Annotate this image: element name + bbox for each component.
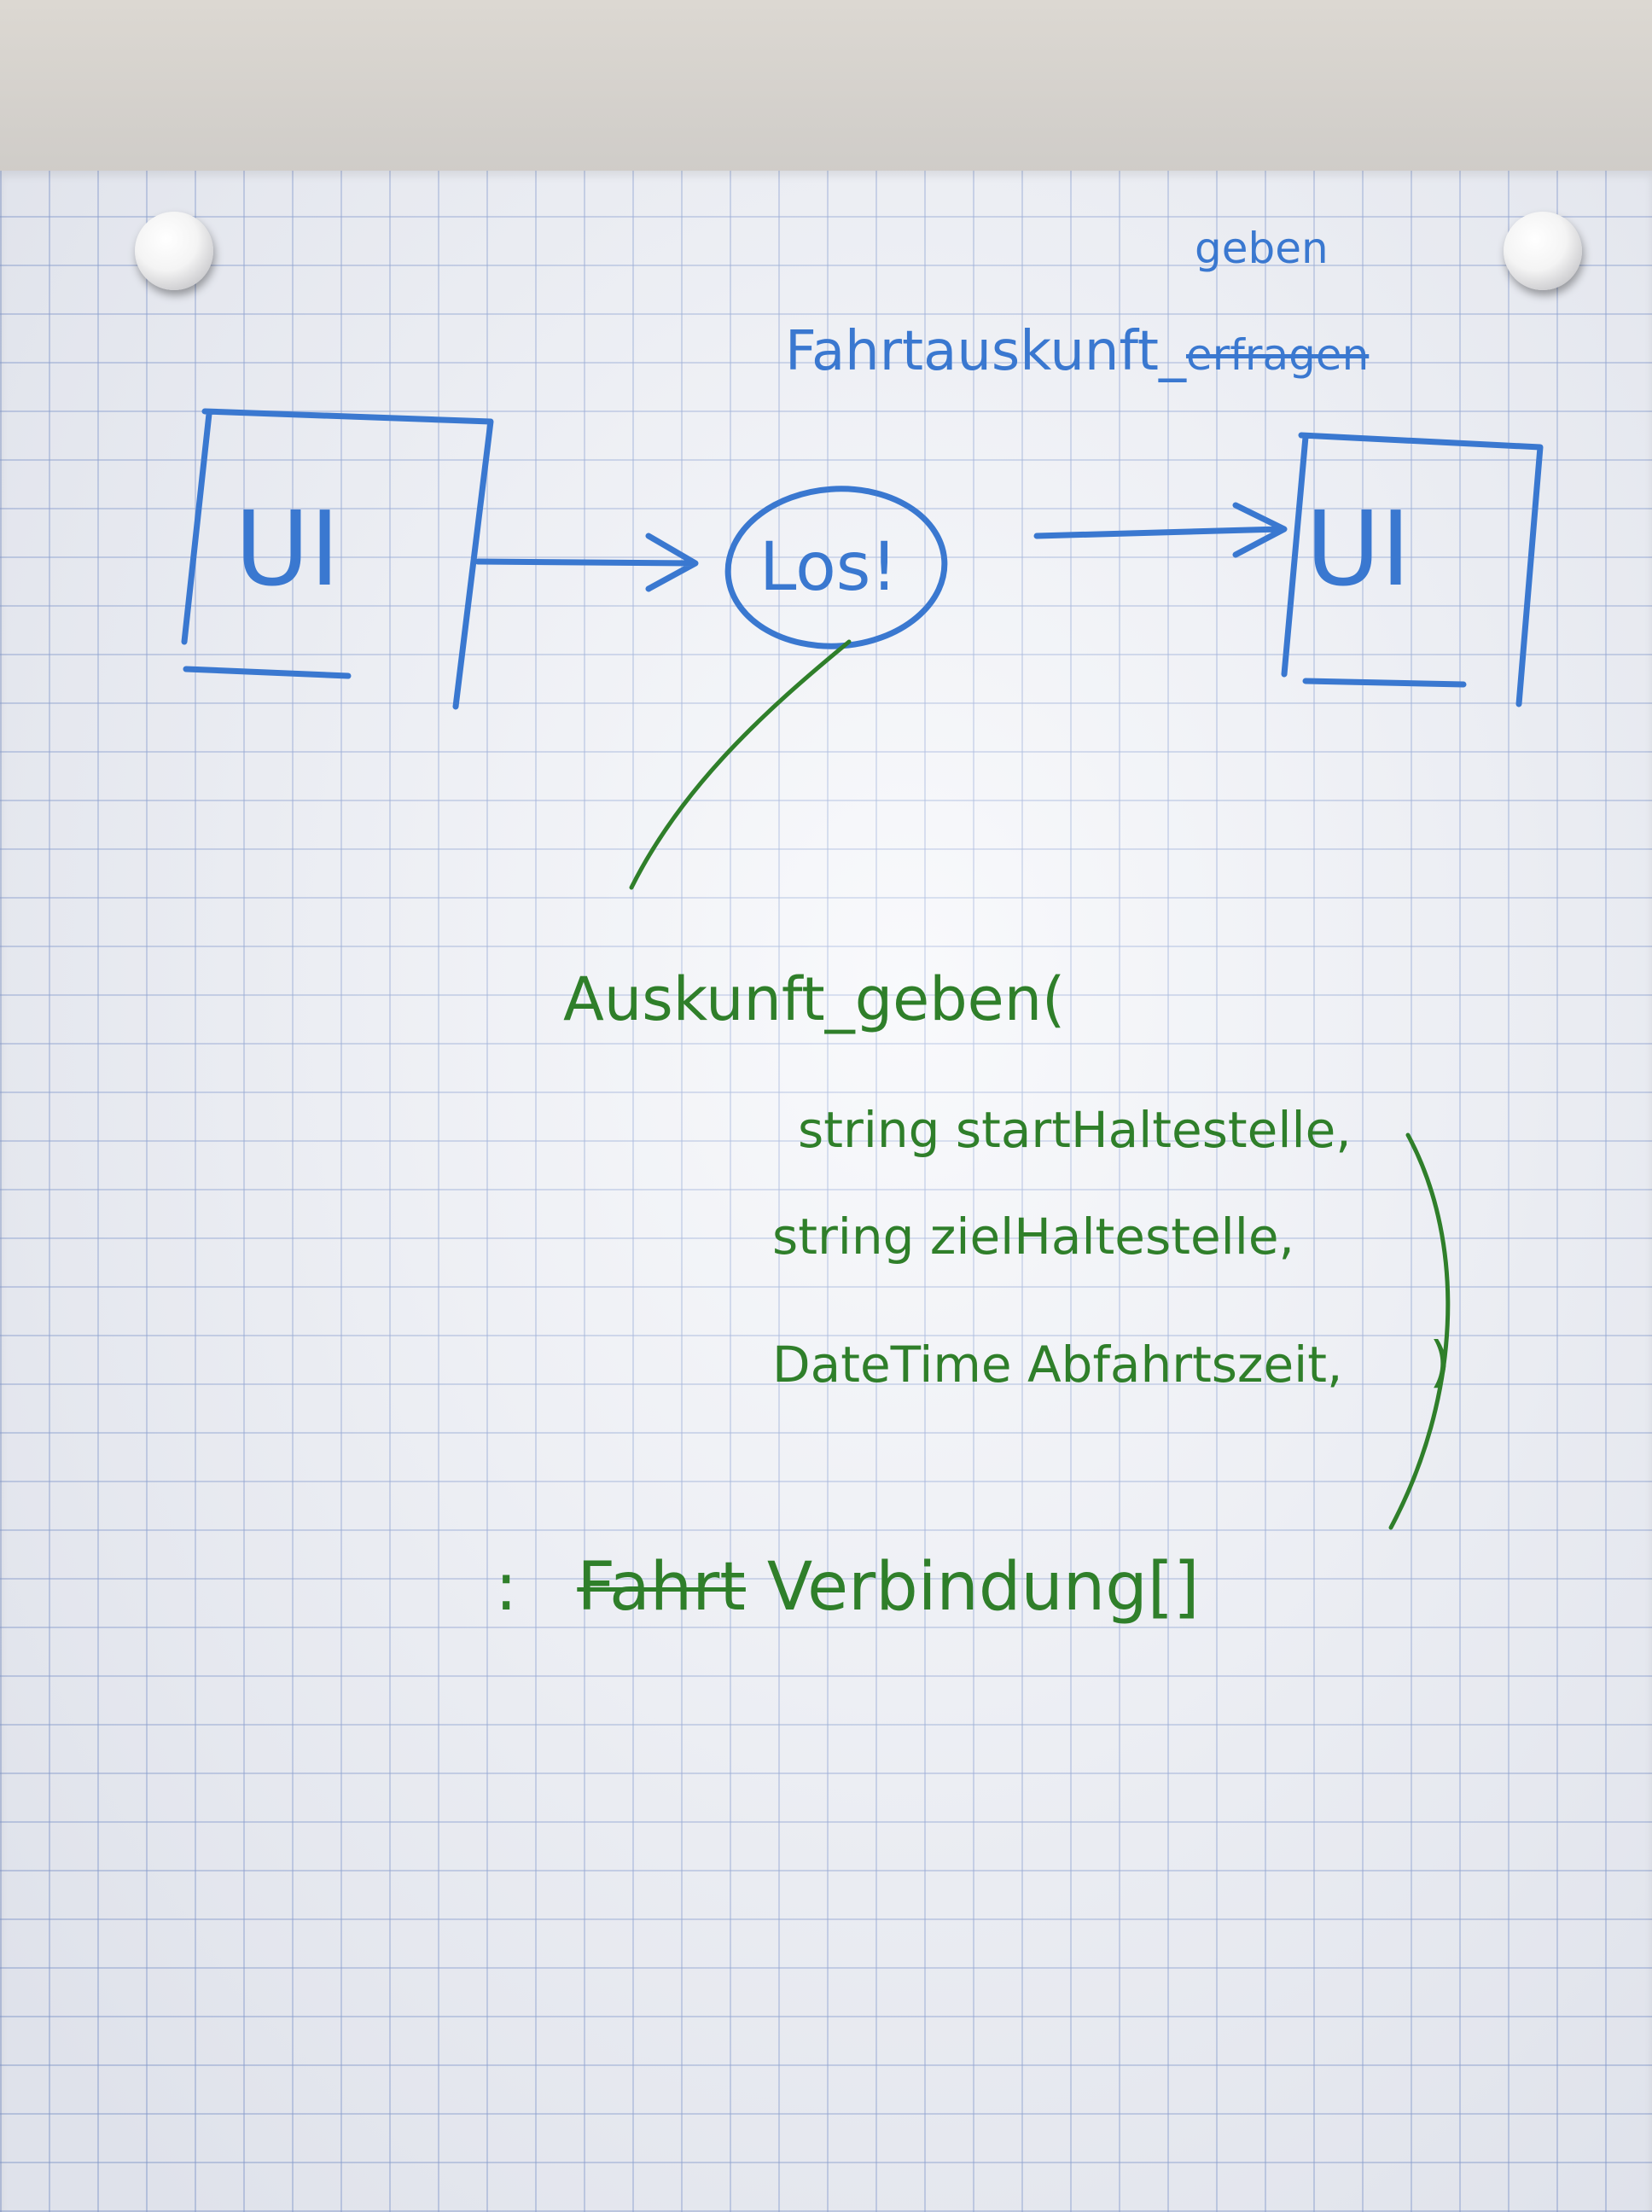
return-struck-type: Fahrt bbox=[577, 1549, 746, 1626]
grid-paper-sheet bbox=[0, 171, 1652, 2212]
magnet-right bbox=[1504, 212, 1582, 290]
ui-right-box bbox=[1281, 432, 1544, 707]
connector-line bbox=[629, 639, 852, 890]
event-label: Fahrtauskunft_erfragen bbox=[785, 320, 1369, 383]
return-prefix: : bbox=[495, 1549, 518, 1626]
ui-right-label: UI bbox=[1306, 491, 1411, 609]
arrow-ui-to-los bbox=[474, 533, 699, 592]
los-label: Los! bbox=[759, 529, 898, 606]
arrow-los-to-ui bbox=[1033, 502, 1288, 558]
ui-left-box bbox=[181, 408, 494, 710]
return-type: Verbindung[] bbox=[766, 1549, 1200, 1626]
signature-param-1: string startHaltestelle, bbox=[798, 1101, 1352, 1159]
signature-name: Auskunft_geben( bbox=[563, 964, 1066, 1034]
event-struck-word: erfragen bbox=[1185, 330, 1370, 380]
signature-return-line: : Fahrt Verbindung[] bbox=[495, 1549, 1200, 1626]
signature-param-2: string zielHaltestelle, bbox=[772, 1208, 1294, 1266]
event-replacement-word: geben bbox=[1195, 224, 1329, 273]
ui-left-label: UI bbox=[235, 491, 340, 609]
signature-bracket bbox=[1388, 1132, 1451, 1530]
signature-close-paren: ) bbox=[1429, 1331, 1451, 1394]
magnet-left bbox=[135, 212, 213, 290]
signature-param-3: DateTime Abfahrtszeit, bbox=[772, 1336, 1343, 1394]
event-label-text: Fahrtauskunft_ bbox=[785, 320, 1186, 383]
